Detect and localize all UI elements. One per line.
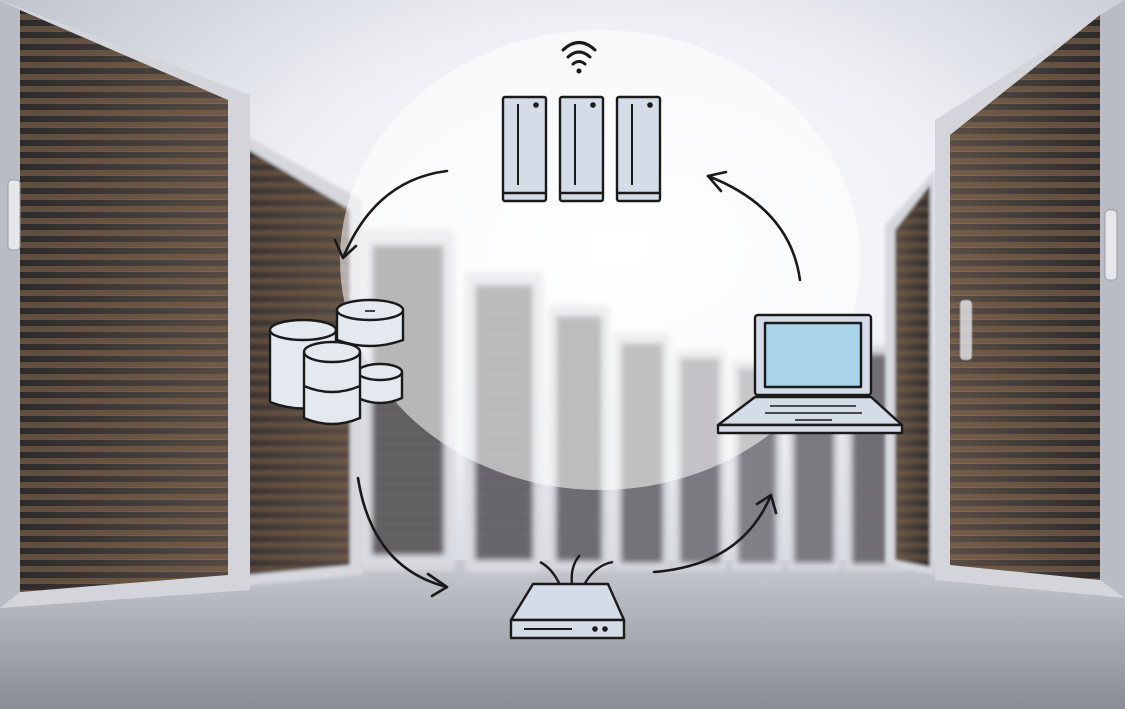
wifi-icon: [561, 41, 597, 74]
database-stack-icon: [268, 298, 405, 426]
arrow-laptop-to-servers: [706, 170, 802, 282]
central-glow: [340, 30, 860, 490]
mid-right-rack: [885, 170, 935, 575]
router-icon: [509, 554, 626, 640]
near-right-rack: [935, 0, 1125, 598]
arrow-router-to-laptop: [652, 493, 778, 574]
server-cluster-icon: [501, 95, 662, 203]
arrow-databases-to-router: [356, 476, 449, 598]
arrow-servers-to-databases: [333, 169, 449, 260]
laptop-icon: [716, 313, 904, 435]
near-left-rack: [0, 0, 250, 608]
